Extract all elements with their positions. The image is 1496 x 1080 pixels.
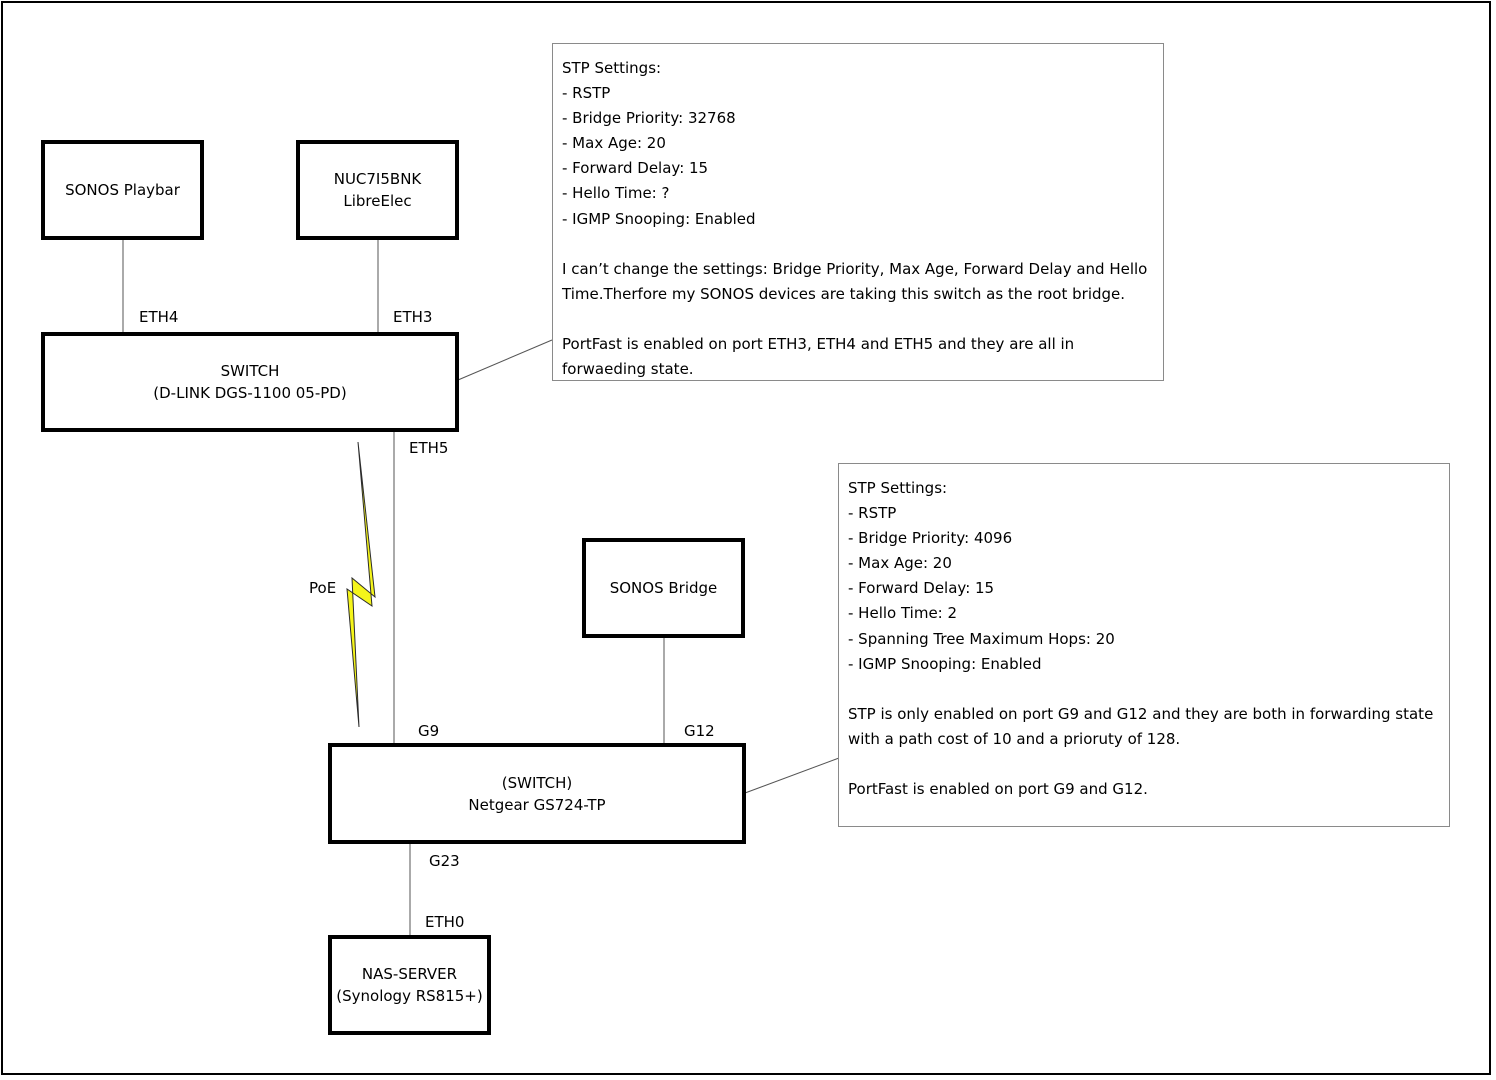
port-label-g9: G9 xyxy=(418,722,440,740)
note-line: - Spanning Tree Maximum Hops: 20 xyxy=(848,629,1115,648)
note-line: - Forward Delay: 15 xyxy=(848,579,995,598)
port-label-eth5: ETH5 xyxy=(409,439,449,457)
note-spacer xyxy=(848,677,1440,702)
device-label: SWITCH xyxy=(220,362,280,380)
note-line: - IGMP Snooping: Enabled xyxy=(848,654,1042,673)
note-line: - RSTP xyxy=(562,84,611,103)
port-label-eth3: ETH3 xyxy=(393,308,433,326)
netgear-stp-note: STP Settings: - RSTP - Bridge Priority: … xyxy=(838,463,1450,827)
note-line: - Max Age: 20 xyxy=(848,554,952,573)
note-line: STP Settings: xyxy=(562,59,662,77)
dlink-stp-note: STP Settings: - RSTP - Bridge Priority: … xyxy=(552,43,1164,381)
port-label-g23: G23 xyxy=(429,852,460,870)
note-line: - Hello Time: 2 xyxy=(848,604,958,623)
note-spacer xyxy=(562,307,1154,332)
device-label: NAS-SERVER xyxy=(361,965,458,983)
note-paragraph: I can’t change the settings: Bridge Prio… xyxy=(562,259,1148,303)
device-sublabel: (D-LINK DGS-1100 05-PD) xyxy=(153,384,347,402)
port-label-eth0: ETH0 xyxy=(425,913,465,931)
device-sublabel: LibreElec xyxy=(343,192,412,210)
poe-label: PoE xyxy=(309,579,337,597)
device-label: NUC7I5BNK xyxy=(333,170,422,188)
sonos-playbar-box: SONOS Playbar xyxy=(41,140,204,240)
note-spacer xyxy=(848,752,1440,777)
device-sublabel: (Synology RS815+) xyxy=(336,987,483,1005)
netgear-switch-box: (SWITCH) Netgear GS724-TP xyxy=(328,743,746,844)
note-spacer xyxy=(562,232,1154,257)
device-sublabel: Netgear GS724-TP xyxy=(468,795,606,814)
device-label: SONOS Playbar xyxy=(65,181,180,199)
device-label: (SWITCH) xyxy=(501,773,573,792)
note-line: - RSTP xyxy=(848,504,897,523)
note-line: - Forward Delay: 15 xyxy=(562,159,709,178)
note-line: - Hello Time: ? xyxy=(562,184,670,203)
port-label-eth4: ETH4 xyxy=(139,308,179,326)
port-label-g12: G12 xyxy=(684,722,715,740)
nuc-box: NUC7I5BNK LibreElec xyxy=(296,140,459,240)
note-paragraph: PortFast is enabled on port G9 and G12. xyxy=(848,780,1148,799)
note-line: STP Settings: xyxy=(848,479,948,497)
dlink-switch-box: SWITCH (D-LINK DGS-1100 05-PD) xyxy=(41,332,459,432)
note-paragraph: STP is only enabled on port G9 and G12 a… xyxy=(848,704,1434,748)
poe-lightning-icon xyxy=(346,441,376,728)
nas-server-box: NAS-SERVER (Synology RS815+) xyxy=(328,935,491,1035)
note-paragraph: PortFast is enabled on port ETH3, ETH4 a… xyxy=(562,335,1075,379)
sonos-bridge-box: SONOS Bridge xyxy=(582,538,745,638)
note-line: - Max Age: 20 xyxy=(562,134,666,153)
note-line: - Bridge Priority: 32768 xyxy=(562,109,736,128)
note-line: - Bridge Priority: 4096 xyxy=(848,529,1013,548)
callout-connector-dlink xyxy=(457,339,553,381)
note-line: - IGMP Snooping: Enabled xyxy=(562,209,756,228)
device-label: SONOS Bridge xyxy=(609,579,718,597)
callout-connector-netgear xyxy=(744,757,840,794)
